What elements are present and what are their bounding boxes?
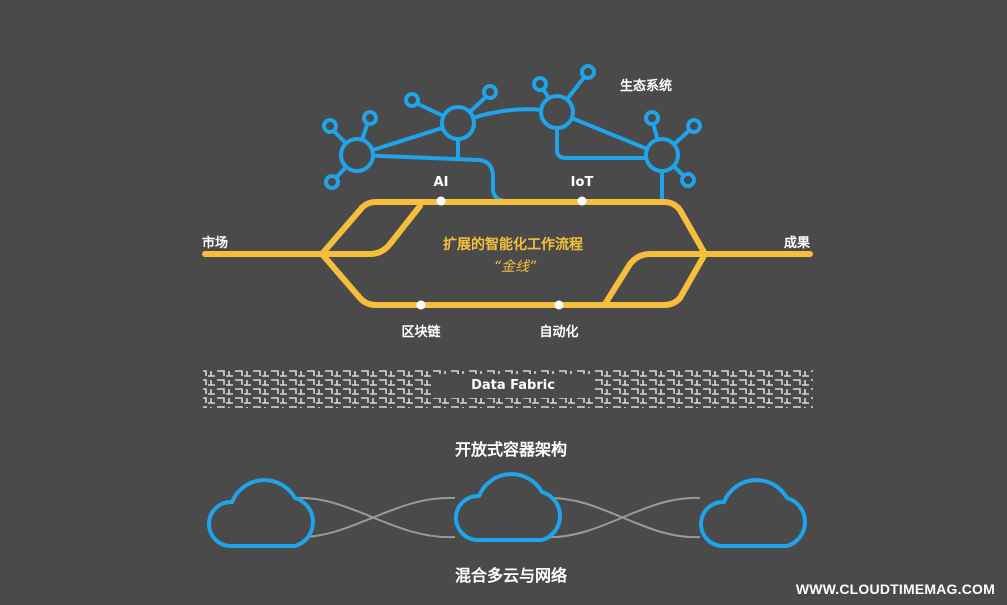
golden-thread	[202, 199, 813, 308]
workflow-subtitle: “金线”	[493, 259, 537, 275]
clouds	[207, 472, 807, 548]
workflow-points	[416, 196, 587, 310]
ai-label: AI	[433, 175, 449, 190]
leaf-node	[580, 64, 596, 80]
blockchain-point	[416, 300, 426, 310]
workflow-bottom-route	[319, 251, 708, 308]
market-label: 市场	[202, 236, 229, 251]
right-inner-branch	[602, 251, 708, 307]
ecosystem-nodes	[322, 64, 702, 190]
ecosystem-label: 生态系统	[620, 79, 673, 94]
watermark: WWW.CLOUDTIMEMAG.COM	[795, 581, 995, 597]
leaf-node	[482, 84, 498, 100]
hub-node	[339, 137, 375, 173]
hybrid-cloud-label: 混合多云与网络	[454, 566, 568, 585]
leaf-node	[362, 110, 378, 126]
outcome-label: 成果	[784, 236, 811, 251]
leaf-node	[532, 76, 548, 92]
leaf-node	[644, 110, 660, 126]
cloud-links	[294, 496, 701, 539]
leaf-node	[324, 174, 340, 190]
cloud-right-icon	[699, 478, 807, 548]
automation-label: 自动化	[539, 325, 579, 340]
left-inner-branch	[319, 203, 423, 257]
leaf-node	[322, 118, 338, 134]
link-hub1-ai	[355, 153, 507, 203]
hub-node	[539, 94, 575, 130]
data-fabric-label: Data Fabric	[433, 374, 593, 398]
link-hub3-hub4	[555, 110, 664, 157]
leaf-node	[686, 118, 702, 134]
iot-point	[577, 196, 587, 206]
automation-point	[554, 300, 564, 310]
leaf-node	[404, 92, 420, 108]
hub-node	[440, 105, 476, 141]
cloud-center-icon	[454, 472, 562, 542]
iot-label: IoT	[570, 175, 594, 190]
leaf-node	[680, 172, 696, 188]
workflow-top-route	[319, 199, 708, 257]
ai-point	[436, 196, 446, 206]
cloud-left-icon	[207, 478, 315, 548]
container-architecture-label: 开放式容器架构	[454, 440, 568, 459]
blockchain-label: 区块链	[401, 325, 441, 340]
hub-node	[644, 137, 680, 173]
workflow-title: 扩展的智能化工作流程	[443, 237, 583, 253]
